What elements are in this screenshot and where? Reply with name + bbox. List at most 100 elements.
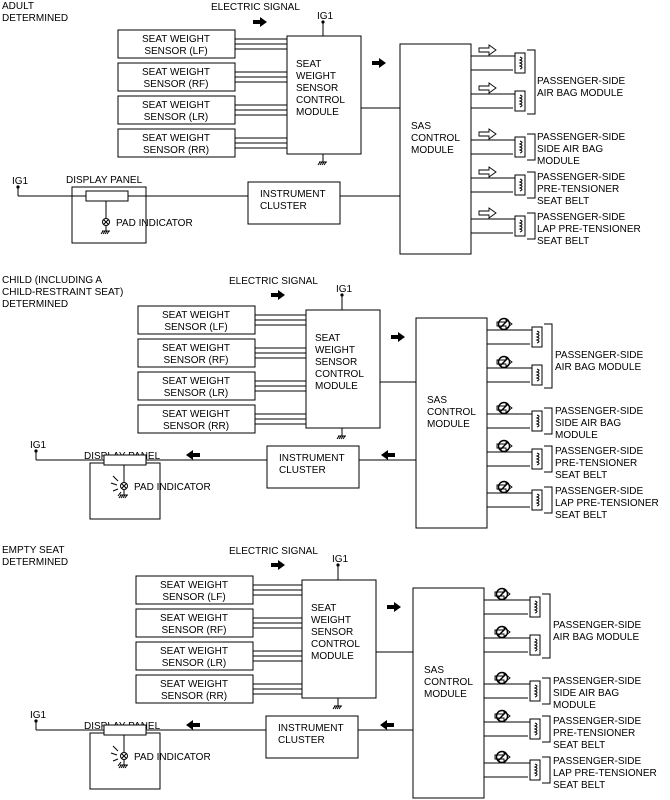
pad-indicator-label: PAD INDICATOR [134, 482, 211, 493]
air-bag-module-bracket [542, 593, 551, 659]
signal-arrow-icon [381, 450, 395, 460]
active-output-arrow-icon [478, 128, 497, 140]
squib-icon [529, 596, 541, 618]
display-panel [89, 462, 161, 520]
pad-indicator-lamp-icon [102, 218, 110, 226]
ground-icon [336, 435, 346, 440]
signal-arrow-icon [271, 290, 285, 300]
seat-weight-sensor-box [135, 641, 254, 671]
ig1-terminal-icon [34, 719, 38, 723]
signal-arrow-icon [253, 17, 267, 27]
signal-arrow-icon [186, 450, 200, 460]
seat-weight-sensor-box [137, 305, 256, 335]
squib-icon [514, 174, 526, 196]
disabled-output-icon [494, 587, 511, 601]
ig1-terminal-icon [16, 185, 20, 189]
display-panel [89, 732, 161, 790]
signal-arrow-icon [186, 720, 200, 730]
ground-icon [118, 494, 128, 499]
seat-weight-sensor-box [117, 95, 236, 125]
ig1-left-label: IG1 [30, 710, 47, 721]
disabled-output-icon [496, 355, 513, 369]
resistor-icon [103, 454, 147, 466]
disabled-output-icon [496, 439, 513, 453]
ig1-terminal-icon [340, 293, 344, 297]
instrument-cluster [266, 445, 360, 489]
active-output-arrow-icon [478, 166, 497, 178]
ig1-left-label: IG1 [30, 440, 47, 451]
squib-icon [514, 52, 526, 74]
squib-icon [529, 718, 541, 740]
ig1-top-label: IG1 [332, 554, 349, 565]
pad-indicator-label: PAD INDICATOR [134, 752, 211, 763]
display-panel-label: DISPLAY PANEL [66, 175, 143, 186]
resistor-icon [103, 724, 147, 736]
signal-arrow-icon [372, 58, 386, 68]
active-output-arrow-icon [478, 207, 497, 219]
air-bag-module-bracket [527, 49, 536, 115]
signal-arrow-icon [391, 332, 405, 342]
squib-icon [531, 410, 543, 432]
squib-icon [531, 364, 543, 386]
output-module-bracket [542, 715, 551, 743]
disabled-output-icon [494, 750, 511, 764]
ig1-left-label: IG1 [12, 176, 29, 187]
output-module-bracket [527, 212, 536, 240]
squib-icon [514, 136, 526, 158]
squib-icon [531, 489, 543, 511]
sas-control-module [399, 43, 472, 255]
seat-weight-sensor-box [135, 608, 254, 638]
sas-control-module [412, 587, 485, 799]
output-module-bracket [544, 486, 553, 514]
active-output-arrow-icon [478, 82, 497, 94]
output-module-bracket [527, 171, 536, 199]
ground-icon [118, 764, 128, 769]
instrument-cluster [265, 715, 359, 759]
output-module-bracket [544, 445, 553, 473]
squib-icon [529, 759, 541, 781]
electric-signal-label: ELECTRIC SIGNAL [229, 546, 318, 557]
electric-signal-label: ELECTRIC SIGNAL [211, 2, 300, 13]
signal-arrow-icon [380, 720, 394, 730]
seat-weight-sensor-box [117, 128, 236, 158]
squib-icon [529, 634, 541, 656]
seat-weight-sensor-control-module [301, 579, 377, 699]
seat-weight-sensor-box [137, 371, 256, 401]
disabled-output-icon [496, 401, 513, 415]
squib-icon [514, 215, 526, 237]
ig1-terminal-icon [336, 563, 340, 567]
pad-indicator-lamp-on-icon [110, 475, 128, 497]
disabled-output-icon [496, 480, 513, 494]
disabled-output-icon [496, 317, 513, 331]
